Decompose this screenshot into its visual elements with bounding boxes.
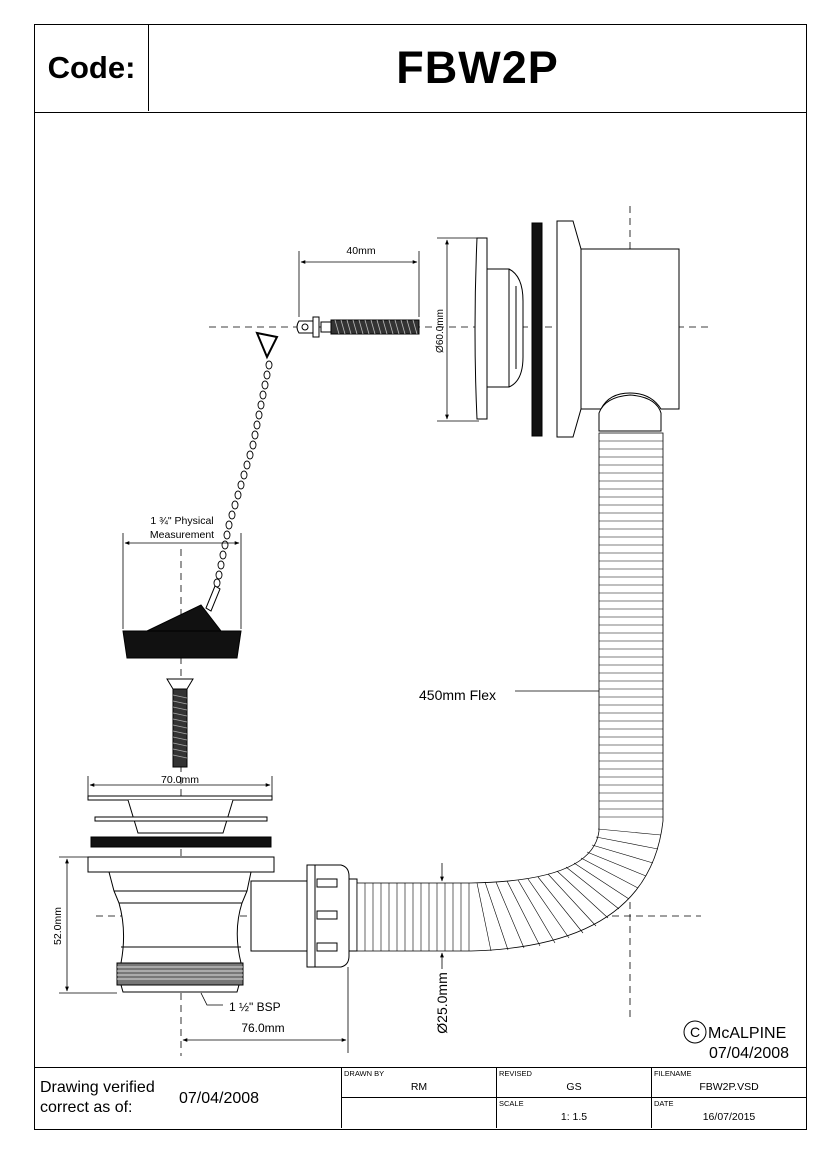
date-cell: DATE 16/07/2015: [652, 1098, 806, 1128]
flex-label: 450mm Flex: [419, 687, 496, 703]
filename-label: FILENAME: [654, 1069, 692, 1078]
scale-cell: SCALE 1: 1.5: [497, 1098, 652, 1128]
dimension-25mm-label: Ø25.0mm: [434, 972, 450, 1033]
revised-value: GS: [566, 1081, 582, 1093]
brand-date: 07/04/2008: [709, 1045, 789, 1062]
revised-cell: REVISED GS: [497, 1068, 652, 1098]
central-bolt: [166, 678, 194, 768]
bsp-leader-line: [200, 992, 223, 1006]
verified-date: 07/04/2008: [179, 1090, 260, 1107]
brand-name: McALPINE: [708, 1025, 786, 1042]
dimension-70mm: [87, 776, 273, 796]
dimension-40mm-label: 40mm: [346, 245, 375, 257]
dimension-70mm-label: 70.0mm: [161, 774, 199, 786]
physical-measurement-label-1: 1 ¾" Physical: [150, 515, 213, 527]
dimension-76mm-label: 76.0mm: [241, 1021, 284, 1035]
bsp-label: 1 ½" BSP: [229, 1000, 281, 1014]
drawn-by-cell: DRAWN BY RM: [342, 1068, 497, 1098]
scale-label: SCALE: [499, 1099, 524, 1108]
filename-cell: FILENAME FBW2P.VSD: [652, 1068, 806, 1098]
drawn-by-value: RM: [410, 1081, 428, 1093]
drawn-by-label: DRAWN BY: [344, 1069, 385, 1078]
product-code: FBW2P: [396, 42, 559, 93]
dimension-52mm: [59, 856, 117, 994]
dimension-76mm: [182, 967, 349, 1053]
date-label: DATE: [654, 1099, 674, 1108]
title-block-header: Code: FBW2P: [35, 25, 806, 113]
physical-measurement-label-2: Measurement: [150, 529, 214, 541]
verified-label: Drawing verified correct as of:: [40, 1079, 155, 1116]
drawing-sheet: Code: FBW2P: [34, 24, 807, 1130]
date-value: 16/07/2015: [702, 1111, 756, 1123]
copyright-symbol: C: [690, 1024, 700, 1040]
dimension-physical: [122, 533, 242, 629]
dimension-40mm: [298, 251, 420, 317]
dimension-52mm-label: 52.0mm: [52, 907, 64, 945]
scale-value: 1: 1.5: [560, 1111, 588, 1123]
revised-label: REVISED: [499, 1069, 532, 1078]
drawn-by-empty-cell: [342, 1098, 497, 1128]
overflow-assembly: [474, 220, 680, 438]
title-block-footer: Drawing verified correct as of: 07/04/20…: [35, 1067, 806, 1129]
rubber-plug: [122, 585, 242, 659]
copyright-circle: [683, 1020, 707, 1044]
code-label: Code:: [35, 25, 149, 111]
dimension-60mm-label: Ø60.0mm: [435, 309, 446, 353]
dimension-60mm: [437, 237, 479, 422]
connecting-screw: [296, 316, 420, 338]
verified-cell: Drawing verified correct as of: 07/04/20…: [35, 1068, 342, 1128]
flexible-hose: [356, 432, 664, 952]
filename-value: FBW2P.VSD: [699, 1081, 759, 1093]
strainer-grid: [87, 795, 273, 848]
plug-chain: [213, 331, 279, 588]
technical-drawing: 40mm Ø60.0mm: [52, 206, 789, 1062]
waste-body: [87, 856, 358, 993]
